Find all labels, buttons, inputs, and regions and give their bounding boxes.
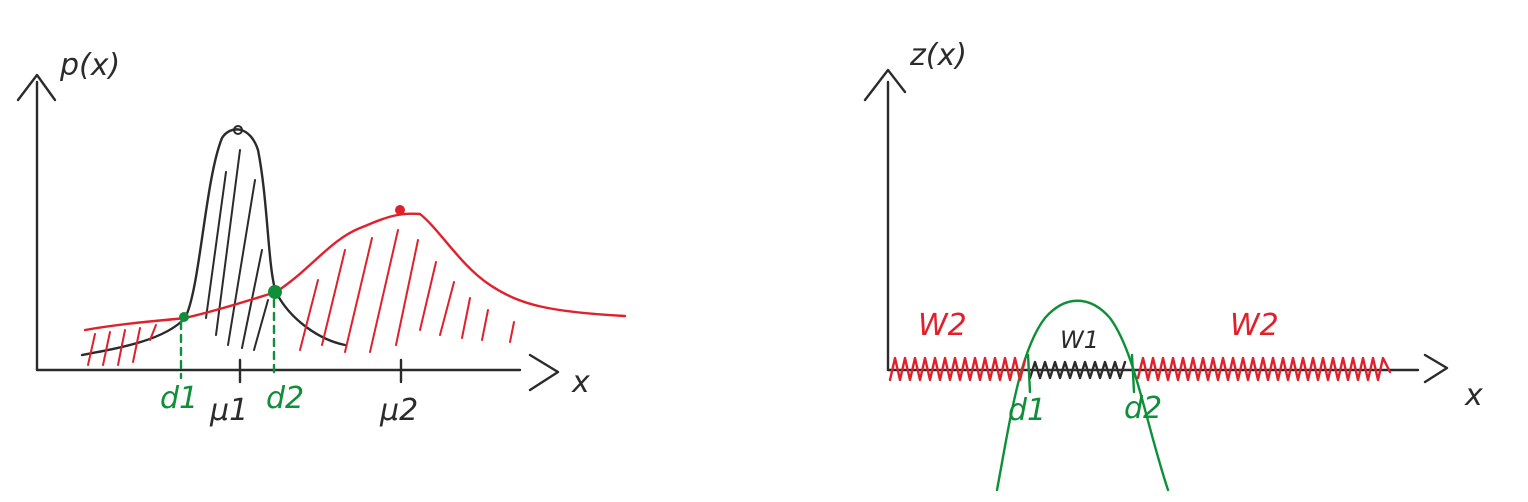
region-w1-label: W1 bbox=[1060, 326, 1099, 354]
left-x-axis-label: x bbox=[571, 365, 590, 400]
right-diagram: z(x) x W2 W1 W2 d1 d2 bbox=[863, 38, 1483, 492]
right-boundary-d1-mark bbox=[1026, 353, 1032, 394]
label-mu1: μ1 bbox=[209, 393, 248, 428]
region-w2-left-zigzag bbox=[888, 356, 1027, 382]
label-mu2: μ2 bbox=[379, 393, 418, 428]
discriminant-curve bbox=[995, 299, 1170, 492]
region-w2-right-zigzag bbox=[1136, 356, 1392, 382]
class1-density-curve bbox=[80, 128, 347, 357]
right-x-axis-label: x bbox=[1464, 378, 1483, 413]
right-x-axis-arrow bbox=[1423, 353, 1449, 384]
region-w2-right-label: W2 bbox=[1230, 308, 1279, 343]
right-label-d1: d1 bbox=[1008, 393, 1046, 428]
right-boundary-d2-mark bbox=[1130, 353, 1136, 394]
left-label-d1: d1 bbox=[160, 381, 198, 416]
class1-peak-marker bbox=[233, 125, 243, 135]
intersection-d2-marker bbox=[268, 285, 282, 299]
left-label-d2: d2 bbox=[266, 381, 304, 416]
right-label-d2: d2 bbox=[1124, 391, 1162, 426]
class2-peak-marker bbox=[395, 205, 405, 215]
region-w2-left-label: W2 bbox=[918, 308, 967, 343]
left-y-axis-label: p(x) bbox=[59, 48, 120, 83]
class1-hatching bbox=[205, 149, 269, 351]
left-diagram: p(x) x μ1 μ2 d1 d2 bbox=[16, 48, 627, 428]
left-x-axis-arrow bbox=[528, 353, 560, 392]
class2-hatching bbox=[87, 229, 515, 366]
right-y-axis-label: z(x) bbox=[909, 38, 967, 73]
right-y-axis-arrow bbox=[863, 68, 907, 102]
region-w1-zigzag bbox=[1028, 360, 1127, 380]
left-y-axis-arrow bbox=[16, 73, 57, 102]
intersection-d1-marker bbox=[179, 312, 189, 322]
